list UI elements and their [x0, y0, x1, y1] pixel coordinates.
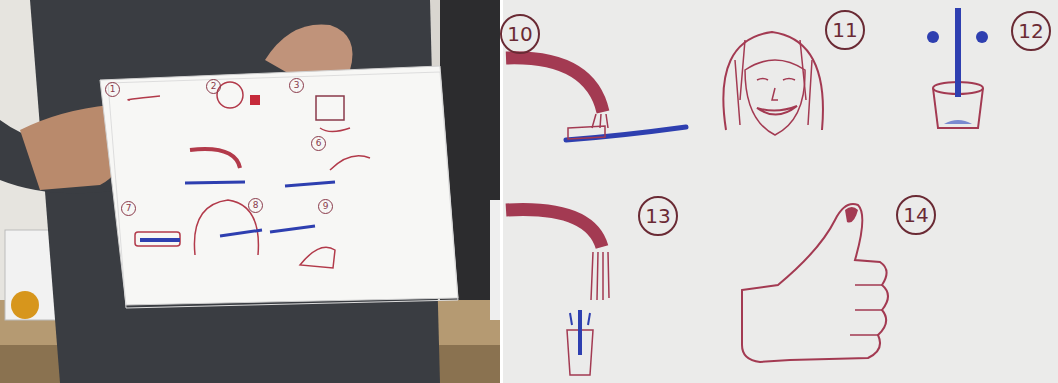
- step-number-circle: 13: [638, 196, 678, 236]
- hair: [723, 32, 823, 130]
- step-number: 7: [126, 204, 132, 213]
- step-number-circle: 1: [105, 82, 120, 97]
- water: [591, 252, 609, 300]
- step-number: 10: [507, 24, 532, 44]
- step-number-circle: 7: [121, 201, 136, 216]
- thumbs-up: [742, 204, 888, 362]
- brush-in-cup: [955, 8, 961, 97]
- wall: [0, 0, 500, 383]
- step-number-circle: 6: [311, 136, 326, 151]
- sketch-tube: [330, 156, 370, 170]
- sketch-sink: [320, 128, 350, 132]
- step-number-circle: 10: [500, 14, 540, 54]
- paper: [100, 66, 458, 305]
- step-number-circle: 2: [206, 79, 221, 94]
- sketch-mirror: [316, 96, 344, 120]
- tap: [506, 58, 603, 112]
- step-number: 2: [211, 82, 217, 91]
- splash: [976, 31, 988, 43]
- step-number: 13: [645, 206, 670, 226]
- right-ground: [503, 0, 1058, 383]
- sketch-brush3: [140, 238, 180, 242]
- step-number: 14: [903, 205, 928, 225]
- splash: [927, 31, 939, 43]
- figure: [490, 200, 500, 320]
- step-number: 3: [294, 81, 300, 90]
- eyes-nose: [757, 79, 795, 101]
- step-number: 8: [253, 201, 259, 210]
- hair-lines: [735, 40, 812, 125]
- water-in-cup: [944, 120, 972, 124]
- sketch-brush5: [270, 226, 315, 232]
- step-number: 6: [316, 139, 322, 148]
- sketch-brush4: [220, 230, 262, 236]
- step-number: 1: [110, 85, 116, 94]
- sketch-brush2: [285, 182, 335, 186]
- step-number-circle: 9: [318, 199, 333, 214]
- tap: [506, 209, 602, 247]
- splash: [570, 313, 590, 325]
- step-number-circle: 8: [248, 198, 263, 213]
- step-number-circle: 12: [1011, 11, 1051, 51]
- step-number: 9: [323, 202, 329, 211]
- step-number-circle: 14: [896, 195, 936, 235]
- sketch-tap: [190, 149, 240, 168]
- fingers: [850, 285, 882, 335]
- step-number-circle: 11: [825, 10, 865, 50]
- thumbnail: [845, 207, 858, 223]
- paper-back: [108, 72, 458, 308]
- brush-in-cup: [578, 310, 582, 355]
- toy: [11, 291, 39, 319]
- step-number: 12: [1018, 21, 1043, 41]
- sketch-teeth: [135, 232, 180, 246]
- sketch-red-cup: [250, 95, 260, 105]
- sketch-hand: [300, 247, 335, 268]
- toothbrush: [566, 127, 686, 140]
- sketch-brush: [185, 182, 245, 183]
- mouth: [757, 106, 797, 115]
- bristles: [568, 126, 605, 139]
- sketch-cup: [128, 82, 243, 108]
- face: [745, 60, 805, 135]
- step-number-circle: 3: [289, 78, 304, 93]
- step-number: 11: [832, 20, 857, 40]
